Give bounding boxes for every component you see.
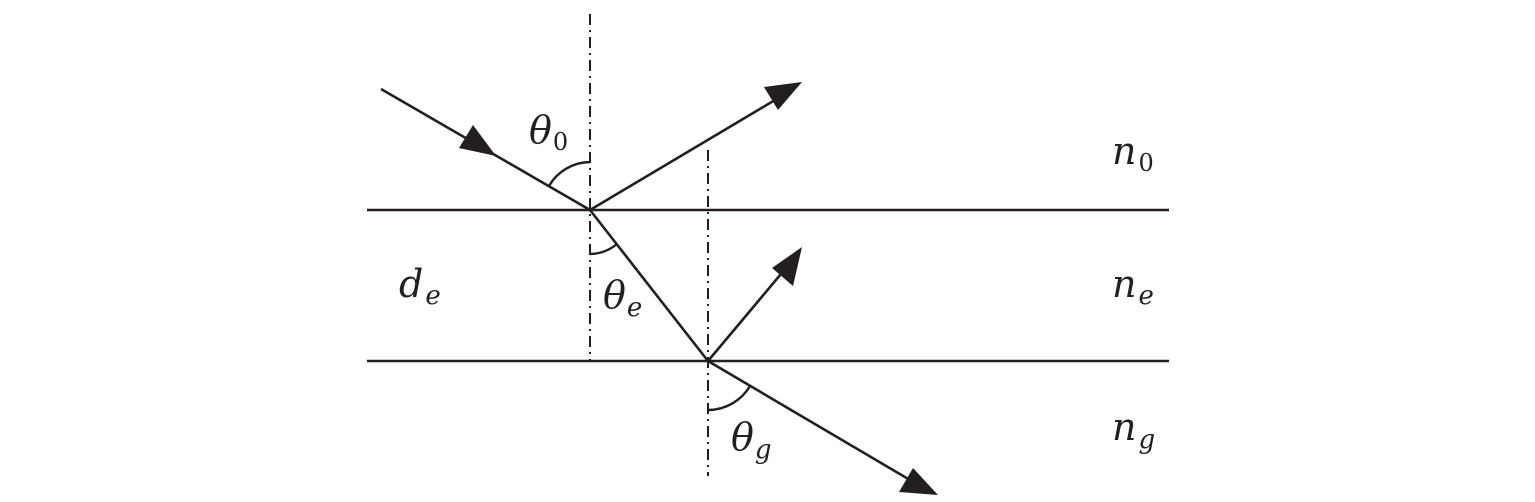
transmitted-arrowhead: [899, 468, 938, 495]
reflected-ray-upper: [589, 95, 781, 212]
transmitted-ray: [707, 359, 916, 485]
label-theta-e: θe: [603, 273, 642, 323]
label-theta-g: θg: [731, 415, 772, 465]
refracted-ray-film: [588, 209, 710, 362]
angle-arc-theta-0: [547, 160, 591, 187]
incident-arrowhead: [459, 125, 496, 156]
label-theta-0: θ0: [529, 108, 568, 156]
label-n-g: ng: [1112, 405, 1155, 455]
label-n-0: n0: [1112, 129, 1154, 177]
label-d-e: de: [399, 262, 441, 311]
reflected-arrowhead-upper: [764, 82, 802, 110]
reflected-arrowhead-lower: [772, 247, 802, 286]
label-n-e: ne: [1112, 262, 1154, 311]
reflected-ray-lower: [707, 267, 787, 362]
angle-arc-theta-e: [589, 243, 618, 256]
angle-arc-theta-g: [707, 385, 752, 412]
